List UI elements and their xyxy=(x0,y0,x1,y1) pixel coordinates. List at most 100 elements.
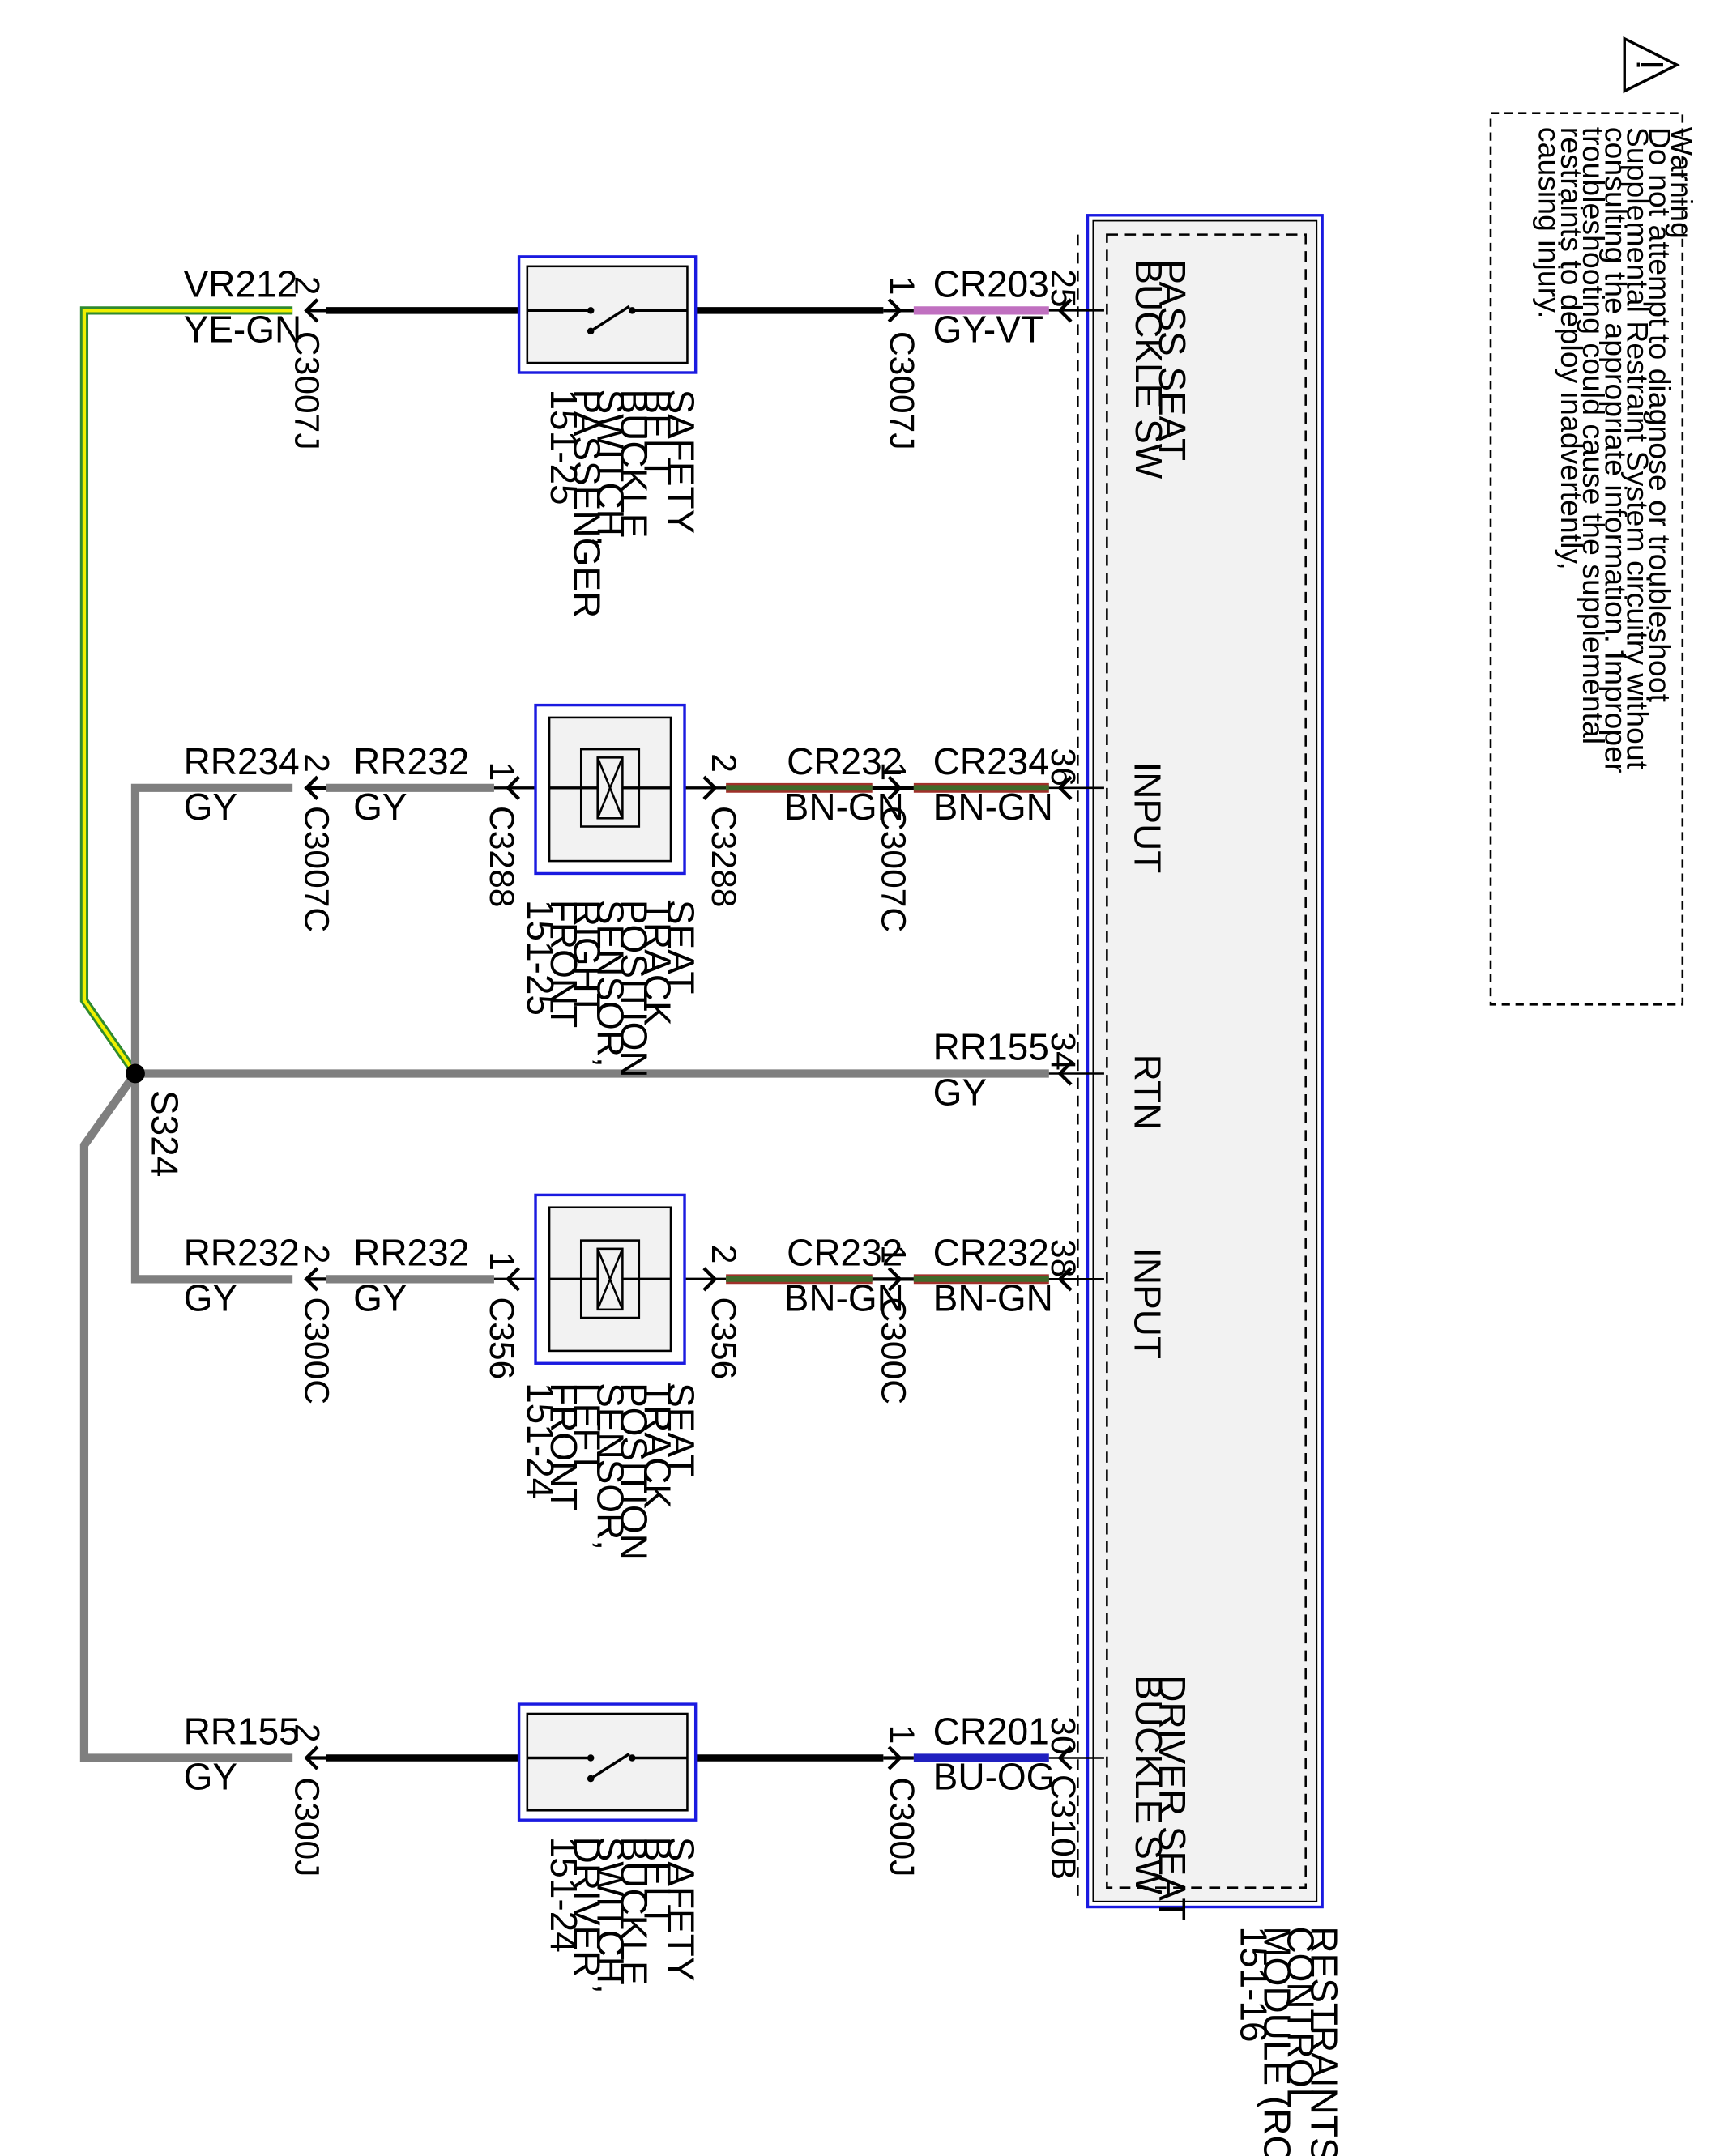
svg-text:consulting the appropriate inf: consulting the appropriate information. … xyxy=(1598,127,1632,773)
conn-c300c-right: C300C xyxy=(874,1297,913,1404)
label-rr232-bus: RR232 xyxy=(184,1231,300,1273)
label-bn-gn-cr234: BN-GN xyxy=(933,786,1053,828)
label-bu-og: BU-OG xyxy=(933,1756,1056,1798)
rcm-module-inner xyxy=(1092,219,1318,1902)
pin-c300j-2: 2 xyxy=(288,1724,326,1743)
right-sensor-label: SEAT TRACK POSITION SENSOR, RIGHT FRONT … xyxy=(519,900,702,1078)
svg-text:Supplemental Restraint System: Supplemental Restraint System circuitry … xyxy=(1621,127,1655,770)
rcm-pin-label-driver-buckle: DRIVER SEAT BUCKLE SW xyxy=(1128,1675,1193,1920)
wire-rr234-bus xyxy=(130,783,293,1074)
svg-text:BUCKLE SW: BUCKLE SW xyxy=(1128,1675,1170,1894)
rcm-pin-38: 38 xyxy=(1043,1239,1082,1277)
svg-text:POSITION: POSITION xyxy=(613,1383,655,1561)
svg-text:BELT: BELT xyxy=(637,389,679,479)
rcm-module-dashed xyxy=(1106,233,1307,1889)
svg-text:SEAT: SEAT xyxy=(660,900,702,995)
pin-c3288-1: 1 xyxy=(482,761,521,781)
conn-c3007c-right: C3007C xyxy=(874,806,913,932)
conn-c3007c-left: C3007C xyxy=(297,806,336,932)
svg-text:SAFETY: SAFETY xyxy=(660,1837,702,1982)
svg-text:BUCKLE: BUCKLE xyxy=(613,389,655,538)
svg-text:INPUT: INPUT xyxy=(1126,761,1168,873)
label-cr201: CR201 xyxy=(933,1710,1049,1752)
conn-c310b: C310B xyxy=(1043,1775,1082,1880)
rcm-pin-25: 25 xyxy=(1043,269,1082,307)
wire-rr155-lower-bus xyxy=(79,1071,293,1762)
svg-text:Do not attempt to diagnose or: Do not attempt to diagnose or troublesho… xyxy=(1643,127,1677,703)
svg-text:restraints to deploy inadverte: restraints to deploy inadvertently, xyxy=(1555,127,1589,570)
label-gy-rr232-bus: GY xyxy=(184,1277,237,1319)
splice-label: S324 xyxy=(143,1090,186,1177)
svg-text:RESTRAINTS: RESTRAINTS xyxy=(1304,1926,1346,2156)
label-cr234: CR234 xyxy=(933,740,1049,782)
svg-text:SWITCH,: SWITCH, xyxy=(590,389,632,546)
pin-c3288-2: 2 xyxy=(704,753,743,773)
pin-c300j-1: 1 xyxy=(882,1725,921,1745)
label-cr232-right: CR232 xyxy=(787,740,902,782)
label-bn-gn-rcm: BN-GN xyxy=(933,1277,1053,1319)
svg-text:INPUT: INPUT xyxy=(1126,1247,1168,1359)
pass-buckle-switch-label: SAFETY BELT BUCKLE SWITCH, PASSENGER 151… xyxy=(543,389,702,618)
svg-text:causing injury.: causing injury. xyxy=(1533,127,1567,319)
conn-c3288-left: C3288 xyxy=(482,806,521,907)
label-rr155-driver: RR155 xyxy=(184,1710,300,1752)
svg-text:PASS SEAT: PASS SEAT xyxy=(1151,259,1193,461)
svg-text:SWITCH,: SWITCH, xyxy=(590,1837,632,1994)
wire-rr232-bus xyxy=(130,1073,293,1284)
label-gy-rr232-left: GY xyxy=(353,1277,407,1319)
rcm-pin-label-pass-buckle: PASS SEAT BUCKLE SW xyxy=(1128,259,1193,479)
svg-text:Warning: Warning xyxy=(1665,127,1699,239)
svg-text:SAFETY: SAFETY xyxy=(660,389,702,534)
conn-c300j-right: C300J xyxy=(882,1777,921,1877)
conn-c3288-right: C3288 xyxy=(704,806,743,907)
pin-c300c-2: 2 xyxy=(297,1245,336,1264)
svg-text:LEFT: LEFT xyxy=(566,1383,608,1473)
pin-c356-1: 1 xyxy=(482,1251,521,1271)
label-rr232-left: RR232 xyxy=(353,1231,469,1273)
pin-c3007c-1: 1 xyxy=(874,761,913,781)
svg-text:FRONT: FRONT xyxy=(543,1383,585,1510)
svg-text:151-25: 151-25 xyxy=(543,389,585,505)
label-gy-vt: GY-VT xyxy=(933,309,1043,351)
conn-c300c-left: C300C xyxy=(297,1297,336,1404)
warning-icon xyxy=(1623,36,1680,94)
label-cr232-rcm: CR232 xyxy=(933,1231,1049,1273)
svg-text:troubleshooting could cause th: troubleshooting could cause the suppleme… xyxy=(1577,127,1611,744)
rcm-pin-label-input-left: INPUT xyxy=(1126,1247,1168,1359)
warning-text: Warning Do not attempt to diagnose or tr… xyxy=(1533,127,1700,773)
label-gy-rr234: GY xyxy=(184,786,237,828)
label-cr232-left: CR232 xyxy=(787,1231,902,1273)
pin-c3007j-2: 2 xyxy=(288,276,326,296)
svg-text:PASSENGER: PASSENGER xyxy=(566,389,608,618)
pin-c300c-1: 1 xyxy=(874,1245,913,1264)
svg-text:SENSOR,: SENSOR, xyxy=(590,1383,632,1550)
svg-text:RIGHT: RIGHT xyxy=(566,900,608,1016)
svg-text:TRACK: TRACK xyxy=(637,900,679,1026)
svg-text:BUCKLE: BUCKLE xyxy=(613,1837,655,1986)
svg-text:SENSOR,: SENSOR, xyxy=(590,900,632,1067)
left-sensor-label: SEAT TRACK POSITION SENSOR, LEFT FRONT 1… xyxy=(519,1383,702,1561)
conn-c356-right: C356 xyxy=(704,1297,743,1379)
label-gy-rr232-right: GY xyxy=(353,786,407,828)
wire-vr212-bus xyxy=(79,306,293,1076)
warning-box xyxy=(1489,112,1684,1006)
svg-text:MODULE (RCM): MODULE (RCM) xyxy=(1257,1926,1299,2156)
conn-c356-left: C356 xyxy=(482,1297,521,1379)
svg-text:BELT: BELT xyxy=(637,1837,679,1928)
svg-text:SEAT: SEAT xyxy=(660,1383,702,1477)
svg-text:FRONT: FRONT xyxy=(543,900,585,1028)
label-bn-gn-right: BN-GN xyxy=(784,786,904,828)
svg-text:TRACK: TRACK xyxy=(637,1383,679,1509)
conn-c300j-left: C300J xyxy=(288,1777,326,1877)
rcm-pin-label-input-right: INPUT xyxy=(1126,761,1168,873)
label-rr155-rtn: RR155 xyxy=(933,1025,1049,1067)
svg-text:CONTROL: CONTROL xyxy=(1280,1926,1322,2108)
label-bn-gn-left: BN-GN xyxy=(784,1277,904,1319)
svg-text:151-24: 151-24 xyxy=(543,1837,585,1953)
rcm-pin-34: 34 xyxy=(1043,1032,1082,1070)
rcm-pin-36: 36 xyxy=(1043,748,1082,786)
svg-text:DRIVER: DRIVER xyxy=(566,1837,608,1978)
svg-text:POSITION: POSITION xyxy=(613,900,655,1078)
label-cr203: CR203 xyxy=(933,262,1049,305)
